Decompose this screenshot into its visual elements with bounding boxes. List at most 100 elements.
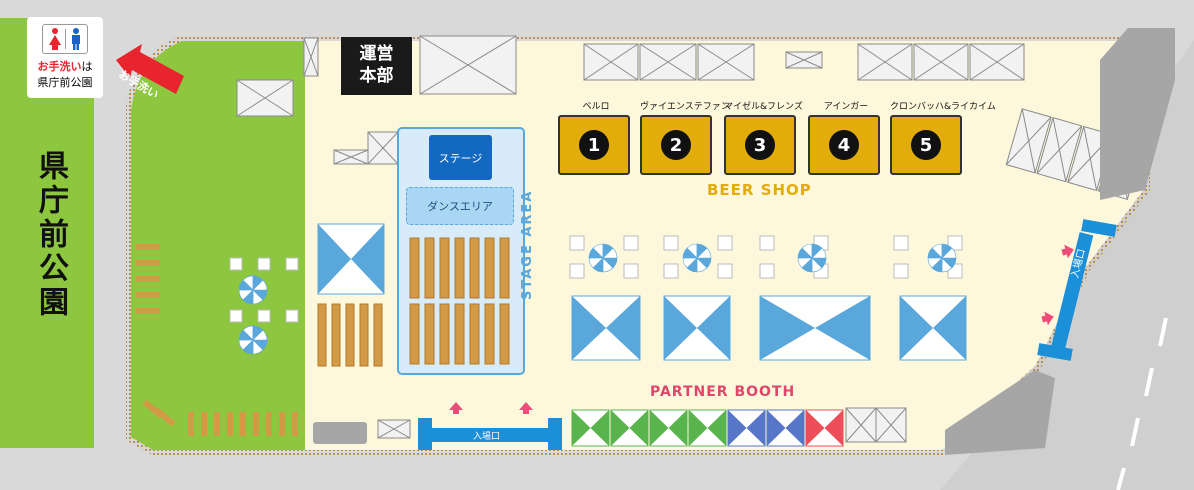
lawn-bench	[266, 412, 272, 436]
beer-shop-1[interactable]: 1	[558, 115, 630, 175]
lawn-bench	[188, 412, 194, 436]
stage-area-pattern	[409, 237, 510, 365]
tent	[875, 407, 907, 443]
lawn-bench	[201, 412, 207, 436]
partner-booth	[571, 409, 610, 447]
lawn-bench	[154, 407, 176, 427]
tent	[583, 43, 639, 81]
tent	[236, 79, 294, 117]
stage-bench	[499, 303, 510, 365]
bench	[345, 303, 355, 367]
table-set	[569, 235, 639, 279]
stage-bench	[484, 237, 495, 299]
blue-tent	[899, 295, 967, 361]
tent	[785, 51, 823, 69]
beer-shop-number: 5	[911, 130, 941, 160]
partner-booth	[688, 409, 727, 447]
dance-area[interactable]: ダンスエリア	[406, 187, 514, 225]
partner-booth	[727, 409, 766, 447]
operations-hq: 運営 本部	[341, 37, 412, 95]
table-set	[893, 235, 963, 279]
tent	[419, 35, 517, 95]
tent	[303, 37, 319, 77]
lawn-table	[229, 309, 243, 323]
lawn-table	[257, 257, 271, 271]
building-right-top	[1100, 28, 1175, 200]
beer-shop-name: アインガー	[823, 102, 869, 112]
stage-bench	[484, 303, 495, 365]
restroom-info-box: お手洗いは 県庁前公園	[27, 17, 103, 98]
park-label: 県庁前公園	[33, 150, 68, 320]
lawn-bench	[136, 244, 160, 250]
beer-shop-title: BEER SHOP	[707, 181, 812, 199]
stage-bench	[469, 237, 480, 299]
beer-shop-4[interactable]: 4	[808, 115, 880, 175]
partner-booth-title: PARTNER BOOTH	[650, 384, 796, 400]
beer-shop-2[interactable]: 2	[640, 115, 712, 175]
lawn-table	[285, 257, 299, 271]
utility-box	[313, 422, 367, 444]
lawn-bench	[214, 412, 220, 436]
stage-bench	[439, 237, 450, 299]
tent	[857, 43, 913, 81]
tent	[367, 131, 399, 165]
stage-bench	[454, 237, 465, 299]
building-right-bottom	[945, 370, 1055, 455]
stage-bench	[409, 303, 420, 365]
lawn-bench	[136, 292, 160, 298]
road-lane-markings	[1116, 317, 1168, 490]
beer-shop-number: 1	[579, 130, 609, 160]
restroom-icon	[42, 24, 88, 54]
entrance-gate-bottom[interactable]	[418, 418, 562, 450]
entrance-gate-right[interactable]	[1037, 219, 1117, 361]
parasol	[588, 243, 618, 273]
tent	[697, 43, 755, 81]
hq-line2: 本部	[359, 66, 394, 86]
stage[interactable]: ステージ	[429, 135, 492, 180]
bench	[331, 303, 341, 367]
parasol	[682, 243, 712, 273]
blue-tent	[571, 295, 641, 361]
lawn-bench	[136, 308, 160, 314]
lawn-bench	[292, 412, 298, 436]
stage-bench	[424, 303, 435, 365]
restroom-suffix: は	[81, 60, 93, 73]
stage-bench	[424, 237, 435, 299]
lawn-bench	[136, 276, 160, 282]
tent	[845, 407, 877, 443]
partner-booth	[766, 409, 805, 447]
blue-tents	[317, 223, 967, 361]
beer-shop-name: クロンバッハ&ライカイム	[890, 102, 996, 112]
blue-tent	[317, 223, 385, 295]
partner-booth	[610, 409, 649, 447]
beer-shop-name: マイゼル&フレンズ	[724, 102, 803, 112]
beer-shop-3[interactable]: 3	[724, 115, 796, 175]
restroom-location: 県庁前公園	[37, 76, 93, 89]
beer-shop-number: 3	[745, 130, 775, 160]
beer-shop-5[interactable]: 5	[890, 115, 962, 175]
lawn-table	[229, 257, 243, 271]
stage-area-title: STAGE AREA	[520, 189, 535, 300]
restroom-highlight: お手洗い	[37, 60, 82, 73]
tent	[969, 43, 1025, 81]
table-set	[663, 235, 733, 279]
entry-arrows	[449, 244, 1074, 414]
beer-shop-name: ヴァイエンステファン	[640, 102, 730, 112]
stage-bench	[439, 303, 450, 365]
tent	[913, 43, 969, 81]
restroom-arrow	[116, 44, 184, 94]
entrance-label-bottom: 入場口	[473, 432, 501, 442]
parasol	[927, 243, 957, 273]
beer-shop-name: ベルロ	[582, 102, 610, 112]
lawn-bench	[227, 412, 233, 436]
restroom-note: お手洗いは	[27, 58, 103, 74]
lawn-bench	[253, 412, 259, 436]
lawn-bench	[279, 412, 285, 436]
partner-booths	[571, 409, 844, 447]
partner-booth	[805, 409, 844, 447]
stage-bench	[409, 237, 420, 299]
lawn-bench	[240, 412, 246, 436]
benches	[136, 244, 383, 436]
